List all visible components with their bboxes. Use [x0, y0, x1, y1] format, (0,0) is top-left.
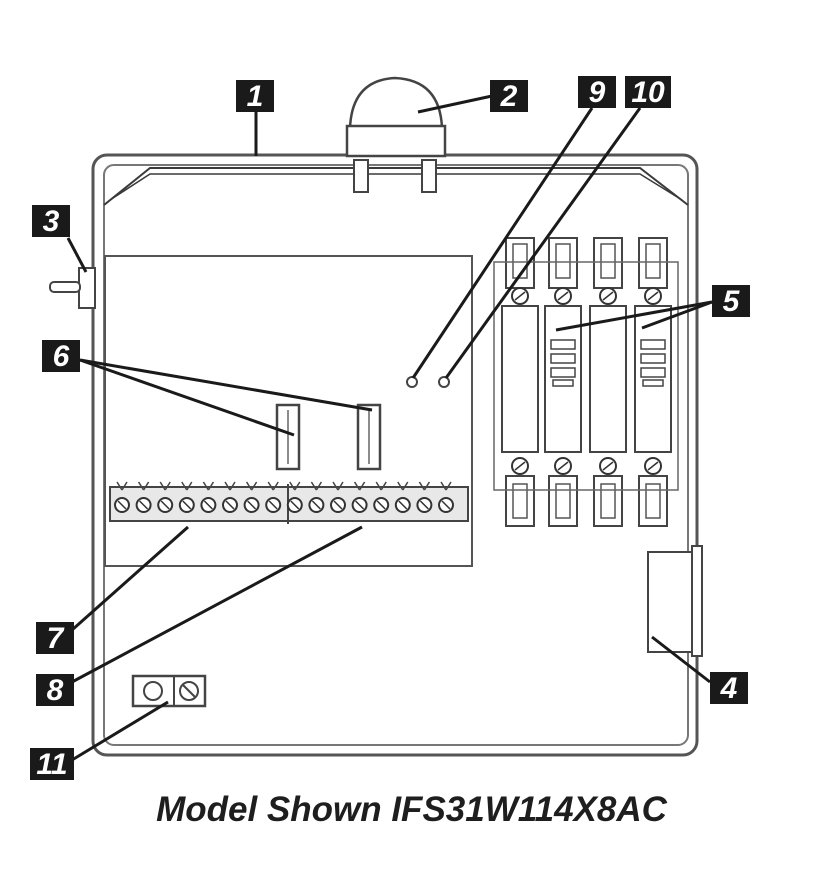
- breaker-rail: [493, 261, 679, 491]
- leader-lines: [66, 94, 713, 762]
- breaker-pole: [544, 237, 582, 527]
- terminal-screw: [114, 481, 130, 513]
- breaker-pole: [501, 237, 539, 527]
- breaker-pole: [589, 237, 627, 527]
- model-caption: Model Shown IFS31W114X8AC: [156, 790, 667, 829]
- terminal-screw: [438, 481, 454, 513]
- terminal-screw: [157, 481, 174, 513]
- callout-2-label: 2: [500, 80, 518, 113]
- terminal-screw: [178, 481, 195, 513]
- callout-2: 2: [490, 80, 528, 113]
- terminal-screw: [286, 481, 303, 513]
- terminal-screw: [265, 481, 282, 513]
- callout-4-label: 4: [720, 672, 738, 705]
- callout-10: 10: [625, 76, 671, 109]
- toggle-switch: [49, 267, 96, 309]
- terminal-screw: [243, 481, 260, 513]
- callout-8: 8: [36, 674, 74, 707]
- indicator-led-10: [438, 376, 450, 388]
- terminal-screw: [222, 481, 238, 513]
- terminal-screw: [200, 481, 217, 513]
- callout-7: 7: [36, 622, 74, 655]
- terminal-strips: [109, 481, 469, 524]
- callout-11-label: 11: [36, 748, 67, 781]
- terminal-screw: [308, 481, 325, 513]
- callout-5-label: 5: [723, 285, 741, 318]
- ground-lug: [131, 674, 207, 708]
- terminal-screw: [394, 481, 411, 513]
- callout-3: 3: [32, 205, 70, 238]
- indicator-led-9: [406, 376, 418, 388]
- terminal-screw: [330, 481, 346, 513]
- breaker-pole: [634, 237, 672, 527]
- callout-6-label: 6: [53, 340, 70, 373]
- relays: [275, 403, 382, 471]
- callout-6: 6: [42, 340, 80, 373]
- callout-9: 9: [578, 76, 616, 109]
- callout-10-label: 10: [631, 76, 665, 109]
- callout-7-label: 7: [47, 622, 65, 655]
- callout-3-label: 3: [43, 205, 60, 238]
- callout-4: 4: [710, 672, 748, 705]
- circuit-breakers: [493, 237, 679, 527]
- callout-5: 5: [712, 285, 750, 318]
- callout-8-label: 8: [47, 674, 64, 707]
- callout-11: 11: [30, 748, 74, 781]
- callout-1: 1: [236, 80, 274, 113]
- alarm-light: [345, 76, 447, 193]
- terminal-screw: [416, 481, 433, 513]
- terminal-screw: [135, 481, 152, 513]
- terminal-screw: [351, 481, 368, 513]
- terminal-screw: [373, 481, 390, 513]
- callout-9-label: 9: [589, 76, 606, 109]
- callout-1-label: 1: [247, 80, 264, 113]
